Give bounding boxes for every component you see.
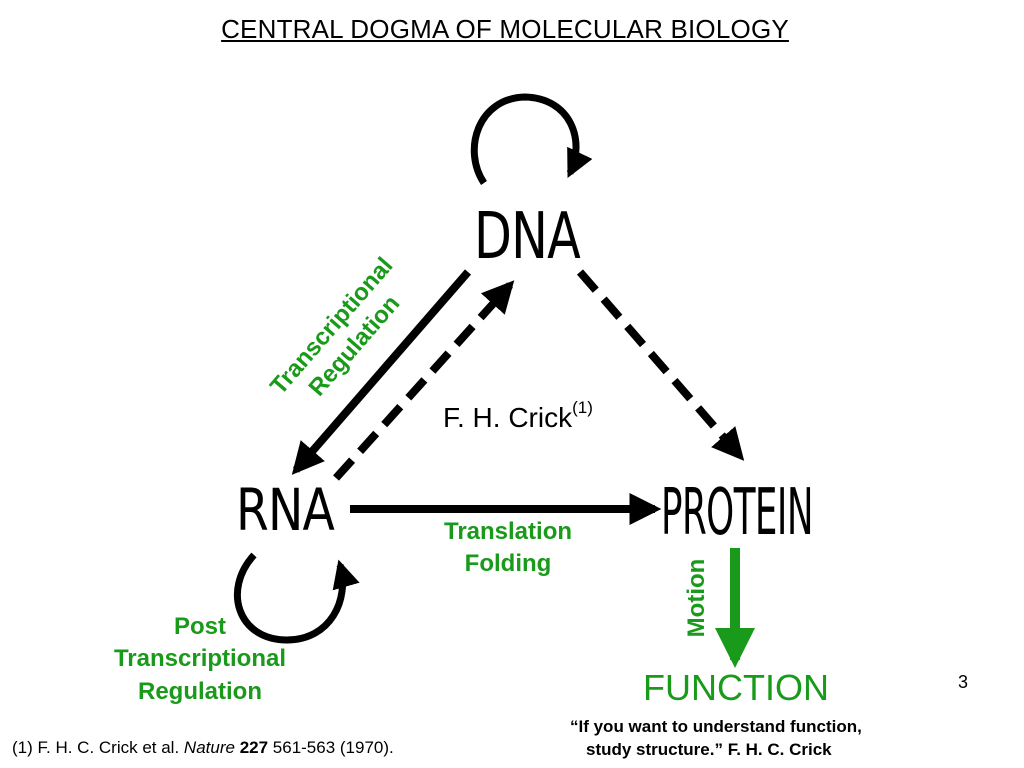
post-regulation-label: Regulation xyxy=(138,677,262,705)
page-number: 3 xyxy=(958,672,969,692)
reference-volume: 227 xyxy=(239,738,269,757)
crick-superscript: (1) xyxy=(572,398,593,417)
dna-replication-loop-arrow xyxy=(470,93,593,185)
rna-self-loop-arrow xyxy=(234,552,360,644)
function-label: FUNCTION xyxy=(643,667,829,708)
dna-node: DNA xyxy=(474,200,581,274)
protein-node: PROTEIN xyxy=(661,476,813,550)
reference-prefix: (1) F. H. C. Crick et al. xyxy=(12,738,184,757)
rna-node: RNA xyxy=(236,476,335,544)
crick-name: F. H. Crick xyxy=(443,402,573,433)
reverse-transcription-arrow xyxy=(333,280,515,481)
transcription-arrow xyxy=(291,269,472,475)
motion-label: Motion xyxy=(683,559,710,638)
post-label: Post xyxy=(173,613,226,640)
post-transcriptional-regulation-label: Post Transcriptional Regulation xyxy=(90,611,310,708)
transcriptional-regulation-label: Transcriptional Regulation xyxy=(265,252,405,401)
translation-folding-label: Translation Folding xyxy=(418,516,598,581)
reference-citation: (1) F. H. C. Crick et al. Nature 227 561… xyxy=(12,738,394,758)
quote: “If you want to understand function, stu… xyxy=(570,716,862,762)
crick-attribution: F. H. Crick(1) xyxy=(443,398,593,434)
quote-line-1: “If you want to understand function, xyxy=(570,717,862,736)
folding-label: Folding xyxy=(464,550,552,578)
translation-label: Translation xyxy=(443,518,573,545)
post-transcriptional-label: Transcriptional xyxy=(113,645,287,673)
reference-journal: Nature xyxy=(183,738,235,757)
quote-line-2: study structure.” F. H. C. Crick xyxy=(586,739,832,759)
dna-to-protein-arrow xyxy=(576,269,745,461)
reference-rest: 561-563 (1970). xyxy=(268,738,394,757)
page-title: CENTRAL DOGMA OF MOLECULAR BIOLOGY xyxy=(221,14,789,44)
